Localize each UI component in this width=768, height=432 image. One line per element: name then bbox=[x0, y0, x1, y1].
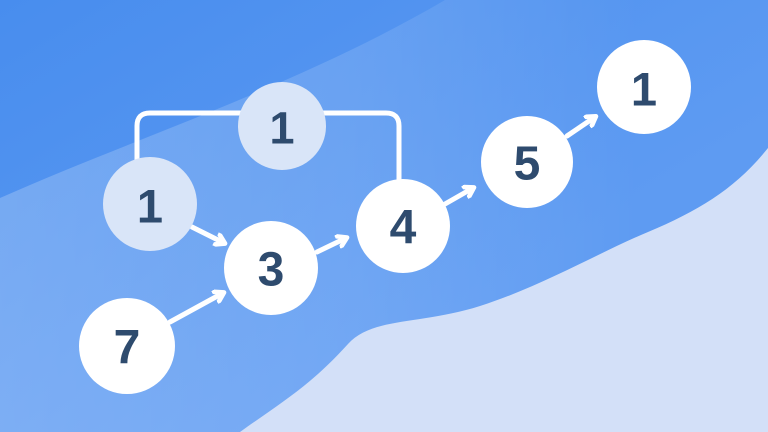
node-right-1-value: 1 bbox=[631, 63, 657, 116]
node-left-1: 1 bbox=[103, 157, 197, 251]
node-five-value: 5 bbox=[514, 138, 541, 191]
node-three-circle bbox=[224, 221, 318, 315]
arrow-left1-to-three bbox=[189, 224, 224, 243]
node-five-circle bbox=[481, 116, 573, 208]
node-four-value: 4 bbox=[390, 202, 417, 255]
arrow-three-to-four bbox=[314, 238, 346, 255]
node-four: 4 bbox=[356, 179, 450, 273]
node-seven: 7 bbox=[79, 298, 175, 394]
node-seven-circle bbox=[79, 298, 175, 394]
arrow-seven-to-three bbox=[167, 293, 223, 325]
node-left-1-circle bbox=[103, 157, 197, 251]
node-four-circle bbox=[356, 179, 450, 273]
node-top-1: 1 bbox=[238, 82, 326, 170]
node-three: 3 bbox=[224, 221, 318, 315]
node-seven-value: 7 bbox=[114, 322, 141, 375]
node-right-1-circle bbox=[597, 40, 691, 134]
node-top-1-value: 1 bbox=[269, 103, 294, 154]
node-top-1-circle bbox=[238, 82, 326, 170]
arrow-four-to-five bbox=[442, 188, 473, 207]
node-right-1: 1 bbox=[597, 40, 691, 134]
background-pale-wave bbox=[240, 148, 768, 432]
arrow-five-to-right1 bbox=[564, 117, 595, 139]
node-five: 5 bbox=[481, 116, 573, 208]
node-left-1-value: 1 bbox=[137, 180, 163, 233]
node-three-value: 3 bbox=[258, 244, 285, 297]
